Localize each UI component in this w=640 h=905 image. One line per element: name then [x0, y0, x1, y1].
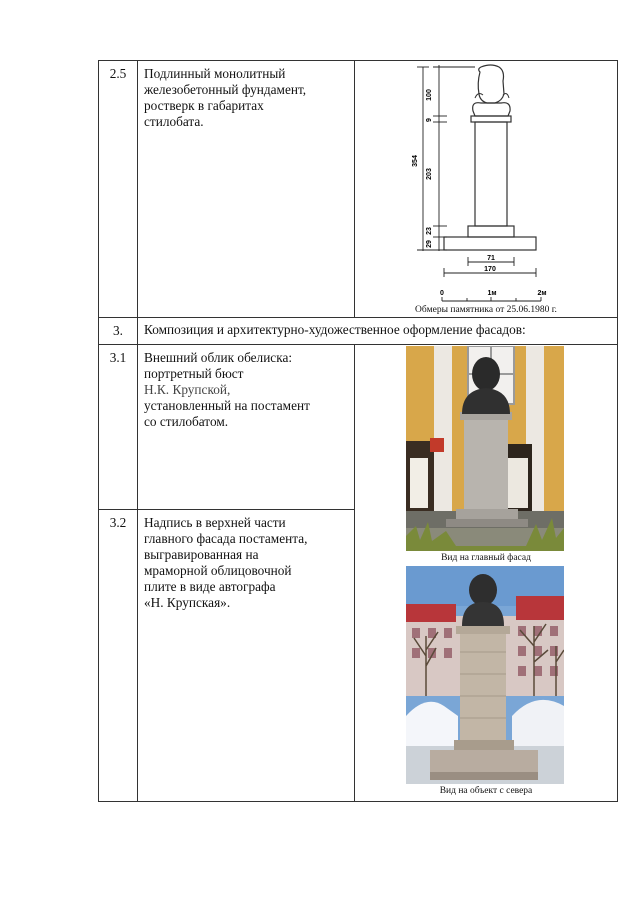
scale-label: 0 — [440, 290, 444, 297]
row-number: 2.5 — [98, 60, 138, 318]
dim-label: 9 — [426, 118, 433, 122]
desc-line: выгравированная на — [144, 547, 259, 562]
dim-total-label: 354 — [412, 155, 419, 167]
measurement-drawing-cell: 100 9 203 23 29 354 71 170 — [354, 60, 618, 318]
desc-line: установленный на постамент — [144, 398, 310, 413]
drawing-caption: Обмеры памятника от 25.06.1980 г. — [415, 305, 557, 315]
row-number: 3.2 — [98, 509, 138, 802]
row-number: 3.1 — [98, 344, 138, 510]
dim-label: 100 — [426, 89, 433, 101]
desc-line: «Н. Крупская». — [144, 595, 231, 610]
monument-table: 2.5 Подлинный монолитный железобетонный … — [98, 60, 618, 802]
desc-line: Надпись в верхней части — [144, 515, 286, 530]
desc-line: плите в виде автографа — [144, 579, 276, 594]
desc-line: мраморной облицовочной — [144, 563, 292, 578]
section-title: Композиция и архитектурно-художественное… — [137, 317, 618, 345]
row-description: Надпись в верхней части главного фасада … — [137, 509, 355, 802]
desc-line: Подлинный монолитный — [144, 66, 286, 81]
dim-label: 203 — [426, 168, 433, 180]
dim-width-base: 170 — [484, 266, 496, 273]
desc-line: главного фасада постамента, — [144, 531, 308, 546]
dim-label: 29 — [426, 240, 433, 248]
measurement-drawing: 100 9 203 23 29 354 71 170 — [412, 64, 547, 302]
scale-label: 2м — [537, 290, 546, 297]
desc-line: со стилобатом. — [144, 414, 229, 429]
row-description: Внешний облик обелиска: портретный бюст … — [137, 344, 355, 510]
scale-label: 1м — [487, 290, 496, 297]
north-view-caption: Вид на объект с севера — [439, 786, 533, 796]
photos-cell: Вид на главный фасад — [354, 344, 618, 802]
desc-line: железобетонный фундамент, — [144, 82, 307, 97]
desc-line: ростверк в габаритах — [144, 98, 264, 113]
desc-line: Внешний облик обелиска: — [144, 350, 293, 365]
row-description: Подлинный монолитный железобетонный фунд… — [137, 60, 355, 318]
front-facade-caption: Вид на главный фасад — [441, 553, 531, 563]
front-facade-photo — [406, 346, 564, 551]
desc-line: стилобата. — [144, 114, 204, 129]
section-number: 3. — [98, 317, 138, 345]
desc-line: Н.К. Крупской, — [144, 382, 231, 397]
desc-line: портретный бюст — [144, 366, 244, 381]
dim-width-top: 71 — [487, 255, 495, 262]
north-view-photo — [406, 566, 564, 784]
dim-label: 23 — [426, 227, 433, 235]
